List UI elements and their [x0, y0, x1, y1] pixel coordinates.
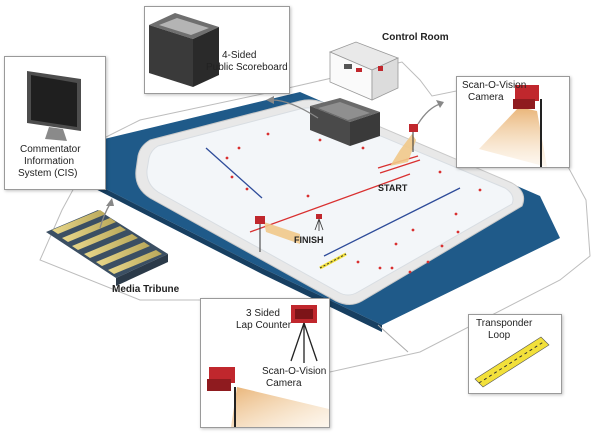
transponder-label-1: Transponder: [476, 318, 533, 329]
finish-label: FINISH: [294, 235, 324, 245]
lap-counter-icon: [290, 305, 318, 363]
lap-counter-label-2: Lap Counter: [236, 320, 292, 331]
sov-top-label-2: Camera: [468, 92, 504, 103]
cis-label-1: Commentator: [20, 144, 81, 155]
cis-label-3: System (CIS): [18, 168, 78, 179]
camera-icon: [479, 85, 547, 167]
scoreboard-label-2: Public Scoreboard: [206, 62, 288, 73]
scoreboard-icon: [310, 98, 380, 146]
blue-line-right: [323, 187, 461, 257]
start-line-2: [379, 159, 421, 174]
start-label: START: [378, 183, 408, 193]
transponder-callout: [468, 314, 562, 394]
sov-bottom-label-1: Scan-O-Vision: [262, 366, 327, 377]
lap-counter-callout: [200, 298, 330, 428]
transponder-loop-icon: [474, 336, 550, 388]
finish-line: [249, 173, 411, 233]
scoreboard-callout: [144, 6, 290, 94]
blue-line-left: [205, 147, 263, 199]
sov-bottom-label-2: Camera: [266, 378, 302, 389]
sov-top-callout: [456, 76, 570, 168]
sov-top-label-1: Scan-O-Vision: [462, 80, 527, 91]
rink-surround-edge: [74, 174, 382, 332]
control-room-label: Control Room: [382, 32, 449, 43]
media-tribune-label: Media Tribune: [112, 284, 180, 295]
camera-icon: [390, 124, 418, 166]
monitor-icon: [27, 71, 81, 141]
lap-counter-icon: [314, 214, 324, 231]
camera-icon: [255, 216, 300, 252]
transponder-label-2: Loop: [488, 330, 511, 341]
control-room-icon: [328, 41, 400, 101]
cis-callout: [4, 56, 106, 190]
scoreboard-label-1: 4-Sided: [222, 50, 257, 61]
arrow-heads: [106, 96, 444, 206]
scoreboard-icon: [149, 13, 219, 87]
lane-markers: [225, 132, 482, 274]
grandstand-icon: [46, 210, 168, 286]
bottom-connector: [377, 324, 409, 353]
cis-label-2: Information: [24, 156, 75, 167]
transponder-loop-icon: [319, 252, 347, 270]
lap-counter-label-1: 3 Sided: [246, 308, 280, 319]
camera-icon: [207, 367, 329, 427]
